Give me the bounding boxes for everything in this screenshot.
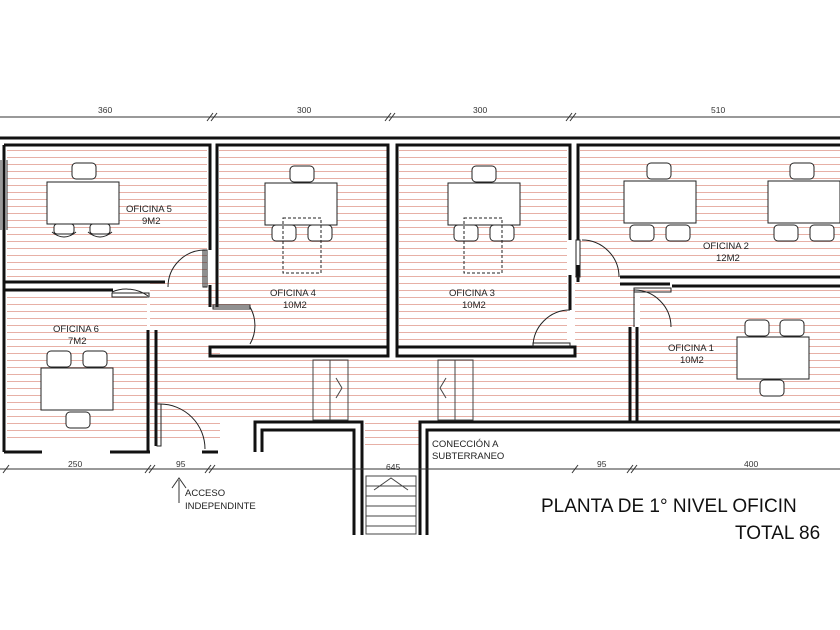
door-oficina-6 bbox=[111, 288, 149, 297]
furniture bbox=[40, 162, 840, 429]
dimension-label: 95 bbox=[597, 459, 607, 469]
room-name: OFICINA 6 bbox=[53, 324, 99, 335]
room-area: 12M2 bbox=[716, 253, 740, 264]
dimension-label: 510 bbox=[711, 105, 725, 115]
notes: CONECCIÓN A SUBTERRANEO ACCESO INDEPENDI… bbox=[171, 439, 504, 512]
access-arrow bbox=[171, 477, 187, 503]
room-area: 10M2 bbox=[283, 300, 307, 311]
connection-note: CONECCIÓN A bbox=[432, 439, 499, 450]
title-line-2: TOTAL 86 bbox=[735, 523, 820, 544]
dimension-labels: 360 300 300 510 250 95 645 95 400 bbox=[68, 105, 758, 472]
floor-hatching bbox=[7, 147, 840, 450]
dimension-label: 250 bbox=[68, 459, 82, 469]
window-left bbox=[0, 160, 8, 230]
dimension-label: 95 bbox=[176, 459, 186, 469]
door-oficina-3 bbox=[532, 309, 571, 348]
door-oficina-2 bbox=[581, 239, 620, 278]
desk-oficina-2-b bbox=[767, 162, 840, 242]
connection-note: SUBTERRANEO bbox=[432, 451, 504, 462]
stairs bbox=[312, 359, 474, 535]
door-oficina-5 bbox=[167, 249, 206, 288]
desk-oficina-1 bbox=[736, 319, 810, 397]
room-labels: OFICINA 5 9M2 OFICINA 4 10M2 OFICINA 3 1… bbox=[53, 204, 749, 366]
desk-oficina-5 bbox=[46, 162, 120, 238]
room-area: 9M2 bbox=[142, 216, 160, 227]
room-area: 7M2 bbox=[68, 336, 86, 347]
room-name: OFICINA 2 bbox=[703, 241, 749, 252]
room-name: OFICINA 5 bbox=[126, 204, 172, 215]
access-note: INDEPENDINTE bbox=[185, 501, 256, 512]
dimension-label: 400 bbox=[744, 459, 758, 469]
dimension-label: 645 bbox=[386, 462, 400, 472]
plan-title: PLANTA DE 1° NIVEL OFICIN TOTAL 86 bbox=[541, 496, 820, 544]
desk-oficina-3 bbox=[447, 165, 521, 274]
walls bbox=[0, 136, 840, 535]
title-line-1: PLANTA DE 1° NIVEL OFICIN bbox=[541, 496, 797, 517]
dimension-label: 300 bbox=[297, 105, 311, 115]
room-name: OFICINA 4 bbox=[270, 288, 316, 299]
door-oficina-1 bbox=[633, 289, 672, 328]
room-name: OFICINA 1 bbox=[668, 343, 714, 354]
desk-oficina-2-a bbox=[623, 162, 697, 242]
desk-oficina-4 bbox=[264, 165, 338, 274]
dimension-label: 360 bbox=[98, 105, 112, 115]
room-name: OFICINA 3 bbox=[449, 288, 495, 299]
doors bbox=[111, 239, 672, 450]
door-access bbox=[159, 403, 206, 450]
room-area: 10M2 bbox=[680, 355, 704, 366]
dimension-label: 300 bbox=[473, 105, 487, 115]
desk-oficina-6 bbox=[40, 350, 114, 429]
access-note: ACCESO bbox=[185, 488, 225, 499]
dimension-lines bbox=[0, 112, 840, 474]
room-area: 10M2 bbox=[462, 300, 486, 311]
